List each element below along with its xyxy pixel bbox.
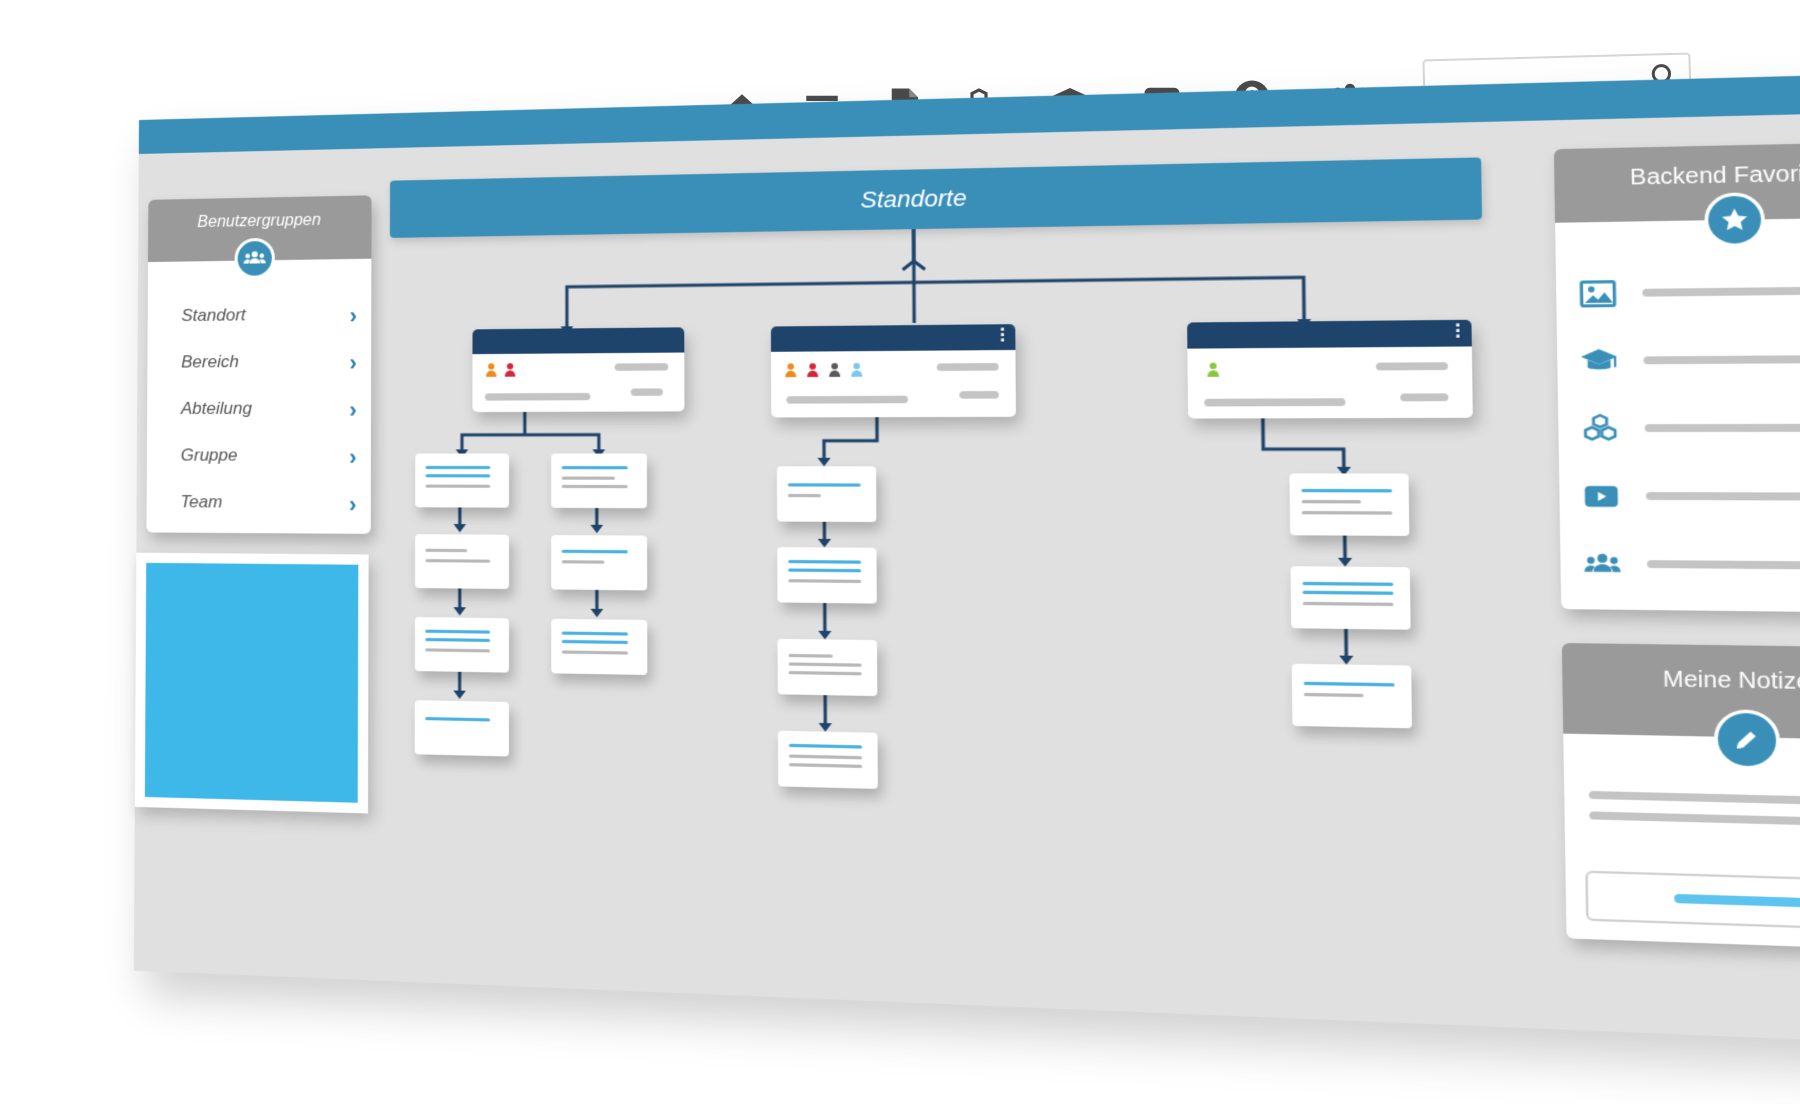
favorite-item[interactable] bbox=[1578, 268, 1800, 317]
node-header bbox=[472, 327, 685, 355]
placeholder-line bbox=[561, 466, 628, 470]
org-node[interactable]: ··· bbox=[770, 322, 1016, 418]
user-group-icons bbox=[486, 363, 516, 377]
user-groups-panel: Benutzergruppen Standort › Bereich › Abt… bbox=[146, 195, 372, 534]
placeholder-line bbox=[1303, 681, 1395, 687]
notes-panel: Meine Notizen bbox=[1561, 642, 1800, 952]
pencil-icon bbox=[1736, 731, 1756, 749]
list-item[interactable] bbox=[1290, 566, 1411, 630]
placeholder-line bbox=[1375, 362, 1448, 371]
placeholder-line bbox=[425, 717, 491, 722]
favorites-badge bbox=[1704, 192, 1766, 248]
placeholder-line bbox=[787, 483, 861, 487]
cubes-icon bbox=[1580, 411, 1620, 447]
list-item[interactable] bbox=[777, 730, 878, 789]
button-label-placeholder bbox=[1674, 893, 1800, 908]
star-icon bbox=[1721, 208, 1748, 231]
placeholder-line bbox=[425, 484, 491, 488]
list-item[interactable] bbox=[414, 700, 509, 757]
placeholder-line bbox=[788, 662, 862, 667]
placeholder-line bbox=[959, 391, 999, 399]
favorites-panel: Backend Favoriten bbox=[1553, 141, 1800, 614]
placeholder-line bbox=[561, 650, 628, 655]
list-item[interactable] bbox=[551, 618, 648, 675]
placeholder-line bbox=[561, 476, 615, 480]
list-item[interactable] bbox=[415, 534, 510, 589]
placeholder-line bbox=[1302, 581, 1394, 587]
placeholder-line bbox=[789, 763, 863, 769]
placeholder-line bbox=[425, 637, 491, 643]
placeholder-line bbox=[786, 395, 908, 404]
placeholder-line bbox=[484, 392, 591, 401]
list-item[interactable] bbox=[777, 547, 877, 604]
favorite-item[interactable] bbox=[1581, 474, 1800, 521]
list-item[interactable] bbox=[1291, 663, 1413, 729]
placeholder-line bbox=[788, 579, 862, 584]
node-header: ··· bbox=[1187, 317, 1472, 349]
placeholder-line bbox=[1588, 790, 1800, 807]
placeholder-line bbox=[1302, 590, 1394, 595]
placeholder-line bbox=[1301, 510, 1393, 515]
placeholder-line bbox=[425, 629, 491, 634]
more-options-icon[interactable]: ··· bbox=[1454, 317, 1462, 347]
users-icon bbox=[243, 251, 266, 264]
placeholder-line bbox=[1589, 811, 1800, 828]
org-node[interactable] bbox=[472, 327, 685, 413]
favorite-item[interactable] bbox=[1582, 542, 1800, 590]
placeholder-line bbox=[425, 548, 468, 553]
list-item[interactable] bbox=[777, 638, 878, 697]
placeholder-line bbox=[789, 754, 863, 760]
placeholder-line bbox=[1645, 492, 1800, 501]
placeholder-line bbox=[1643, 354, 1800, 365]
placeholder-line bbox=[1647, 560, 1800, 570]
video-play-icon bbox=[1584, 485, 1619, 508]
placeholder-line bbox=[1400, 393, 1449, 402]
node-header: ··· bbox=[770, 322, 1016, 352]
placeholder-line bbox=[1301, 499, 1362, 504]
list-item[interactable] bbox=[551, 453, 648, 509]
placeholder-line bbox=[425, 465, 491, 470]
user-group-icons bbox=[1207, 362, 1220, 377]
placeholder-line bbox=[1301, 488, 1392, 493]
placeholder-line bbox=[425, 474, 491, 478]
placeholder-line bbox=[787, 493, 821, 498]
users-icon bbox=[1584, 553, 1621, 572]
placeholder-line bbox=[614, 363, 669, 371]
list-item[interactable] bbox=[414, 617, 509, 673]
placeholder-line bbox=[788, 559, 862, 564]
favorite-item[interactable] bbox=[1579, 336, 1800, 383]
placeholder-line bbox=[425, 648, 491, 653]
placeholder-line bbox=[936, 363, 999, 371]
placeholder-line bbox=[788, 653, 833, 658]
list-item[interactable] bbox=[776, 466, 877, 523]
placeholder-line bbox=[1303, 692, 1364, 698]
list-item[interactable] bbox=[1289, 473, 1410, 536]
placeholder-line bbox=[630, 388, 663, 396]
placeholder-line bbox=[788, 670, 862, 676]
placeholder-line bbox=[561, 560, 605, 564]
placeholder-line bbox=[1302, 601, 1394, 607]
placeholder-line bbox=[1644, 423, 1800, 433]
org-tree-connectors bbox=[453, 72, 1354, 732]
placeholder-line bbox=[1642, 286, 1800, 297]
more-options-icon[interactable]: ··· bbox=[999, 322, 1006, 351]
org-node[interactable]: ··· bbox=[1187, 317, 1473, 419]
graduation-cap-icon bbox=[1580, 349, 1618, 370]
placeholder-line bbox=[788, 568, 862, 573]
user-groups-badge bbox=[234, 237, 275, 279]
favorite-item[interactable] bbox=[1580, 405, 1800, 451]
placeholder-line bbox=[561, 484, 628, 489]
placeholder-line bbox=[788, 743, 863, 749]
list-item[interactable] bbox=[415, 453, 510, 508]
placeholder-line bbox=[425, 559, 491, 563]
image-icon bbox=[1578, 276, 1618, 312]
placeholder-line bbox=[561, 549, 628, 554]
user-group-icons bbox=[785, 362, 863, 378]
workspace: Benutzergruppen Standort › Bereich › Abt… bbox=[133, 71, 1800, 1047]
save-note-button[interactable] bbox=[1585, 870, 1800, 932]
placeholder-line bbox=[561, 639, 628, 645]
placeholder-line bbox=[1204, 398, 1346, 407]
placeholder-line bbox=[561, 631, 628, 636]
list-item[interactable] bbox=[551, 535, 648, 591]
